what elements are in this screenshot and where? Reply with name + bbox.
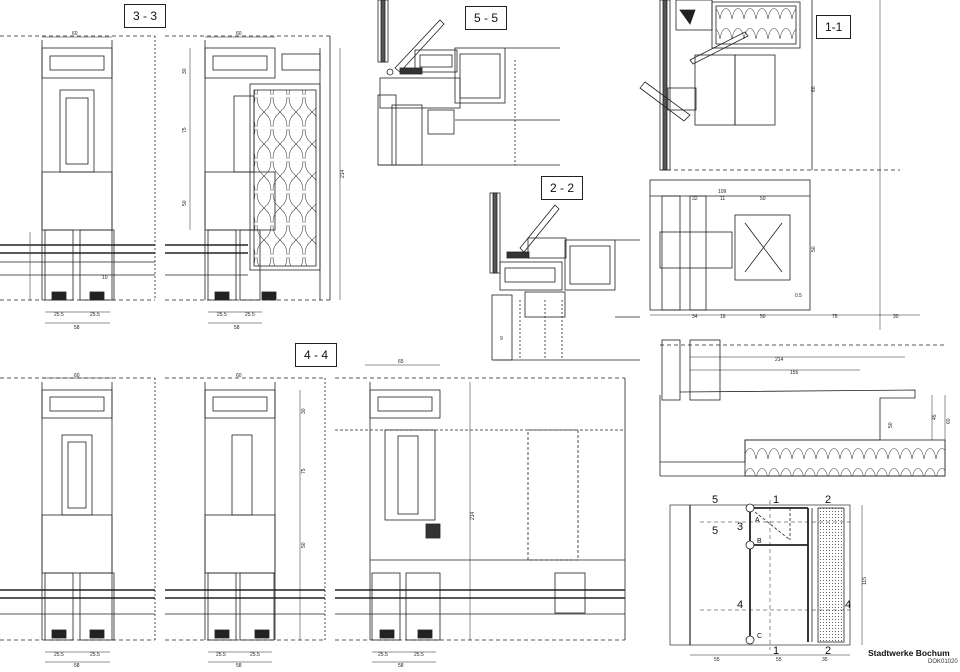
dim-4-4-214: 214 xyxy=(470,511,476,520)
dim-1-1-60: 60 xyxy=(811,86,817,92)
dim-key-55-b: 55 xyxy=(776,657,782,663)
dim-4-4-r-25-5a: 25.5 xyxy=(378,652,388,658)
dim-1-1-0-5: 0.5 xyxy=(795,293,802,299)
key-label-5-mid: 5 xyxy=(712,525,718,537)
section-label-4-4: 4 - 4 xyxy=(295,343,338,367)
section-5-5-drawing xyxy=(377,0,560,166)
drawing-title: Stadtwerke Bochum xyxy=(868,648,950,658)
section-3-3-drawing xyxy=(0,35,341,324)
dim-3-3-right-60: 60 xyxy=(236,31,242,37)
dim-1-1-50-top: 50 xyxy=(760,196,766,202)
dim-4-4-l-60: 60 xyxy=(74,373,80,379)
dim-3-3-75: 75 xyxy=(182,127,188,133)
dim-4-4-m-58: 58 xyxy=(236,663,242,667)
dim-3-3-50: 50 xyxy=(182,200,188,206)
dim-1-1-50-bot: 50 xyxy=(760,314,766,320)
section-2-2-drawing xyxy=(489,192,640,361)
section-label-5-5: 5 - 5 xyxy=(465,6,508,30)
section-label-3-3: 3 - 3 xyxy=(124,4,167,28)
key-plan-drawing xyxy=(669,500,863,656)
key-point-a: A xyxy=(755,517,760,524)
dim-4-4-30: 30 xyxy=(301,408,307,414)
dim-4-4-m-60: 60 xyxy=(236,373,242,379)
dim-1-1-214: 214 xyxy=(775,357,784,363)
key-label-1-top: 1 xyxy=(773,494,779,506)
dim-4-4-50: 50 xyxy=(301,542,307,548)
key-label-4-left: 4 xyxy=(737,599,743,611)
dim-1-1-75: 75 xyxy=(832,314,838,320)
dim-2-2-9: 9 xyxy=(500,336,503,342)
dim-3-3-l-25-5a: 25.5 xyxy=(54,312,64,318)
dim-1-1-32: 32 xyxy=(692,196,698,202)
dim-4-4-m-25-5b: 25.5 xyxy=(250,652,260,658)
key-label-4-right: 4 xyxy=(845,599,851,611)
dim-3-3-30: 30 xyxy=(182,68,188,74)
dim-3-3-r-25-5b: 25.5 xyxy=(245,312,255,318)
dim-1-1-30: 30 xyxy=(893,314,899,320)
dim-3-3-10: 10 xyxy=(102,275,108,281)
dim-4-4-m-25-5a: 25.5 xyxy=(216,652,226,658)
dim-key-115: 115 xyxy=(862,577,868,585)
dim-1-1-155: 155 xyxy=(790,370,799,376)
dim-key-55-a: 55 xyxy=(714,657,720,663)
key-label-5-top: 5 xyxy=(712,494,718,506)
dim-4-4-75: 75 xyxy=(301,468,307,474)
dim-1-1-45: 45 xyxy=(932,414,938,420)
section-label-2-2: 2 - 2 xyxy=(541,176,584,200)
dim-4-4-l-58: 58 xyxy=(74,663,80,667)
key-label-2-bot: 2 xyxy=(825,645,831,657)
dim-4-4-r-25-5b: 25.5 xyxy=(414,652,424,658)
dim-3-3-l-25-5b: 25.5 xyxy=(90,312,100,318)
dim-3-3-214: 214 xyxy=(340,169,346,178)
dim-1-1-34: 34 xyxy=(692,314,698,320)
key-point-c: C xyxy=(757,633,762,640)
key-label-1-bot: 1 xyxy=(773,645,779,657)
dim-3-3-r-25-5a: 25.5 xyxy=(217,312,227,318)
dim-1-1-16: 16 xyxy=(720,314,726,320)
key-point-b: B xyxy=(757,538,762,545)
dim-3-3-left-60: 60 xyxy=(72,31,78,37)
dim-4-4-l-25-5a: 25.5 xyxy=(54,652,64,658)
dim-4-4-r-58: 58 xyxy=(398,663,404,667)
key-label-3: 3 xyxy=(737,521,743,533)
dim-3-3-r-58: 58 xyxy=(234,325,240,331)
dim-1-1-109: 109 xyxy=(718,189,727,195)
dim-1-1-50-b: 50 xyxy=(888,422,894,428)
dim-4-4-l-25-5b: 25.5 xyxy=(90,652,100,658)
dim-3-3-l-58: 58 xyxy=(74,325,80,331)
dim-1-1-50-side: 50 xyxy=(811,246,817,252)
drawing-number: DOK01020 xyxy=(928,659,958,665)
dim-1-1-60-b: 60 xyxy=(946,418,952,424)
section-label-1-1: 1-1 xyxy=(816,15,852,39)
key-label-2-top: 2 xyxy=(825,494,831,506)
dim-4-4-65: 65 xyxy=(398,359,404,365)
dim-key-35: 35 xyxy=(822,657,828,663)
dim-1-1-11: 11 xyxy=(720,196,725,202)
section-4-4-drawing xyxy=(0,364,626,663)
section-1-1-drawing xyxy=(639,0,946,477)
